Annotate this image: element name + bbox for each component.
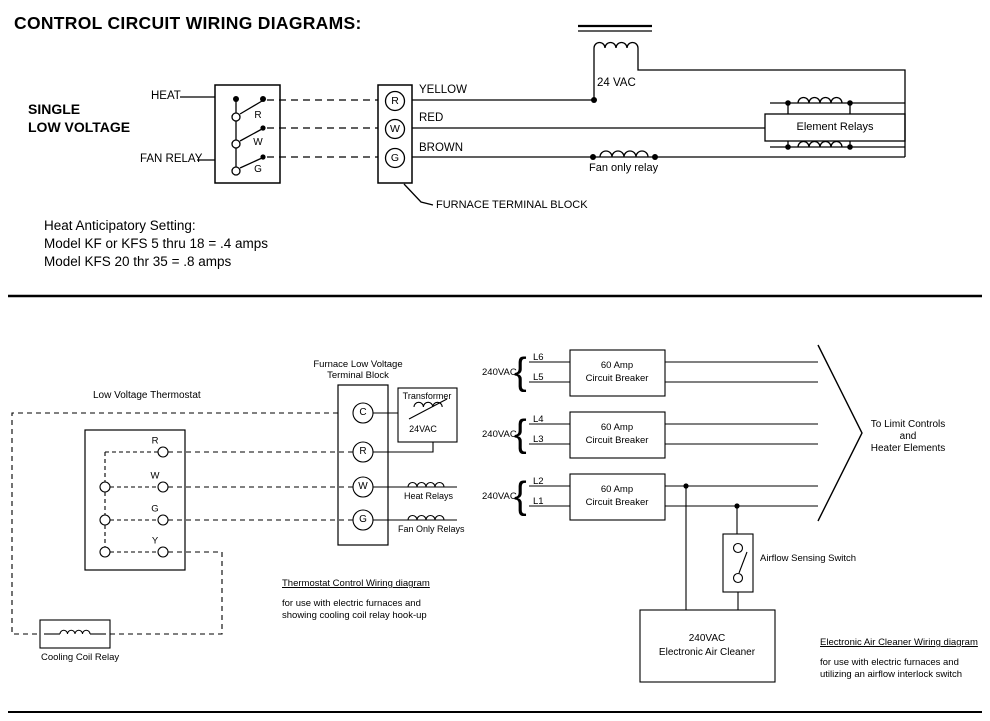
breaker-1-label-line2: Circuit Breaker <box>585 373 649 384</box>
thermostat-output-dashed-wires <box>168 451 353 521</box>
thermostat-to-block-dashed-wires <box>267 99 378 158</box>
breaker-1-label-line1: 60 Amp <box>600 360 634 371</box>
breaker-2-brace: { <box>514 413 527 455</box>
thermostat-caption-line2: showing cooling coil relay hook-up <box>282 610 427 621</box>
breaker-3-voltage: 240VAC <box>482 491 517 502</box>
fan-only-relay-coil <box>590 150 658 160</box>
breaker-2-line-top: L4 <box>533 414 544 425</box>
transformer-box <box>373 387 458 453</box>
breaker-1-line-bottom: L5 <box>533 372 544 383</box>
element-relays-label: Element Relays <box>796 121 874 133</box>
top-furnace-terminal-r: R <box>391 94 399 107</box>
air-cleaner-box <box>639 609 776 683</box>
furnace-lv-block-label-line1: Furnace Low Voltage <box>313 359 403 370</box>
cooling-coil-relay-box <box>39 619 111 649</box>
breaker-2-line-bottom: L3 <box>533 434 544 445</box>
transformer-24vac-label: 24 VAC <box>597 77 636 89</box>
fan-only-relays-coil <box>373 514 457 521</box>
heat-relays-coil <box>373 481 457 488</box>
cooling-circuit-dashed-loop <box>11 412 338 635</box>
wire-label-brown: BROWN <box>419 142 464 154</box>
heat-anticipatory-line1: Heat Anticipatory Setting: <box>44 218 196 233</box>
furnace-lv-block-label-line2: Terminal Block <box>327 370 389 381</box>
to-limit-line1: To Limit Controls <box>870 419 946 430</box>
furnace-terminal-block-label: FURNACE TERMINAL BLOCK <box>436 199 588 211</box>
top-diagram <box>180 24 906 206</box>
cleaner-caption-title: Electronic Air Cleaner Wiring diagram <box>820 637 978 648</box>
cleaner-caption-line2: utilizing an airflow interlock switch <box>820 669 963 680</box>
thermostat-caption-line1: for use with electric furnaces and <box>282 598 421 609</box>
breaker-1-brace: { <box>514 351 527 393</box>
top-thermostat-terminal-g: G <box>254 164 262 175</box>
fan-only-relay-label: Fan only relay <box>589 162 659 174</box>
bottom-block-terminal-w: W <box>358 481 368 492</box>
top-thermostat-terminal-w: W <box>253 137 263 148</box>
bottom-block-terminal-r: R <box>359 446 367 457</box>
bottom-diagram <box>11 344 863 683</box>
element-relays-box <box>764 96 906 150</box>
circuit-breaker-1 <box>529 349 818 397</box>
bottom-thermostat-terminal-w: W <box>150 470 160 482</box>
bottom-thermostat-terminal-y: Y <box>151 535 159 547</box>
bottom-block-terminal-c: C <box>359 407 367 418</box>
circuit-breaker-2 <box>529 411 818 459</box>
heat-relays-label: Heat Relays <box>404 491 454 501</box>
heat-anticipatory-line2: Model KF or KFS 5 thru 18 = .4 amps <box>44 236 268 251</box>
single-low-voltage-line1: SINGLE <box>28 101 81 117</box>
air-cleaner-label-line2: Electronic Air Cleaner <box>658 647 756 658</box>
airflow-switch-box <box>722 533 754 610</box>
breaker-2-voltage: 240VAC <box>482 429 517 440</box>
wire-label-red: RED <box>419 112 444 124</box>
breaker-1-voltage: 240VAC <box>482 367 517 378</box>
top-furnace-terminal-g: G <box>390 151 400 164</box>
breaker-2-label-line1: 60 Amp <box>600 422 634 433</box>
breaker-3-label-line1: 60 Amp <box>600 484 634 495</box>
transformer-voltage-label: 24VAC <box>409 424 437 434</box>
top-furnace-terminal-w: W <box>390 122 400 135</box>
wire-label-yellow: YELLOW <box>419 84 467 96</box>
bottom-block-terminal-g: G <box>359 514 367 525</box>
to-limit-line3: Heater Elements <box>870 443 946 454</box>
breaker-3-brace: { <box>514 475 527 517</box>
top-thermostat-terminal-r: R <box>254 110 262 121</box>
breaker-3-line-bottom: L1 <box>533 496 544 507</box>
cleaner-caption-line1: for use with electric furnaces and <box>820 657 959 668</box>
furnace-block-pointer-line <box>403 183 434 206</box>
to-limit-line2: and <box>899 431 917 442</box>
furnace-terminal-block-top <box>377 84 413 184</box>
low-voltage-thermostat-box <box>84 429 186 571</box>
circuit-breaker-3 <box>529 473 818 610</box>
air-cleaner-label-line1: 240VAC <box>688 633 726 644</box>
breaker-3-label-line2: Circuit Breaker <box>585 497 649 508</box>
thermostat-box-top <box>214 84 281 184</box>
cooling-coil-relay-label: Cooling Coil Relay <box>41 652 120 663</box>
transformer-24vac-symbol <box>578 24 906 157</box>
bottom-thermostat-terminal-g: G <box>151 503 159 515</box>
heat-anticipatory-line3: Model KFS 20 thr 35 = .8 amps <box>44 254 232 269</box>
bottom-thermostat-terminal-r: R <box>151 435 159 447</box>
thermostat-caption-title: Thermostat Control Wiring diagram <box>282 578 430 589</box>
fan-only-relays-label: Fan Only Relays <box>398 524 465 534</box>
heat-label: HEAT <box>151 90 181 102</box>
breaker-1-line-top: L6 <box>533 352 544 363</box>
transformer-label: Transformer <box>402 391 452 401</box>
low-voltage-thermostat-title: Low Voltage Thermostat <box>93 390 201 401</box>
breaker-3-line-top: L2 <box>533 476 544 487</box>
single-low-voltage-line2: LOW VOLTAGE <box>28 119 131 135</box>
to-limit-chevron <box>817 344 863 522</box>
fan-relay-label: FAN RELAY <box>140 153 203 165</box>
page-title: CONTROL CIRCUIT WIRING DIAGRAMS: <box>14 13 362 33</box>
airflow-switch-label: Airflow Sensing Switch <box>760 553 857 564</box>
breaker-2-label-line2: Circuit Breaker <box>585 435 649 446</box>
